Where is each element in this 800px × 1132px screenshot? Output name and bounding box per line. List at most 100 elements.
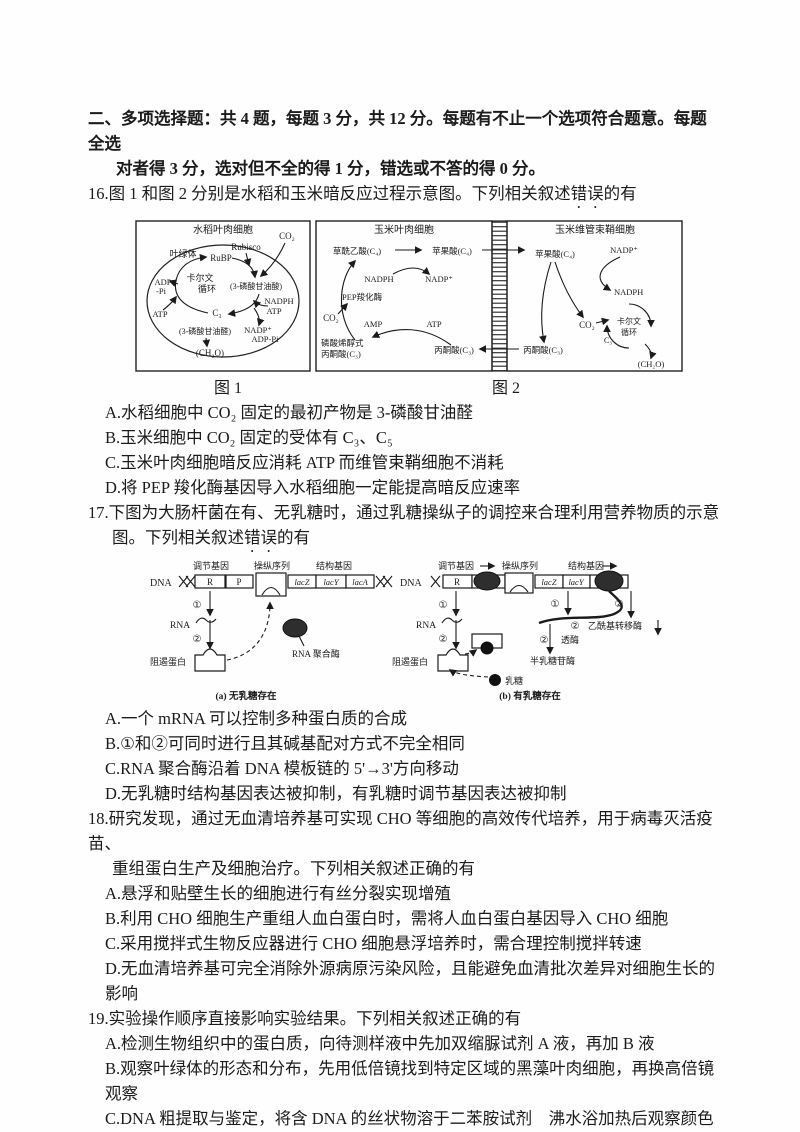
q16-stem-emphasis: 错误 — [570, 184, 604, 203]
lactose-to-repressor-dashed-arrow — [448, 669, 489, 678]
label-repressor-b: 阻遏蛋白 — [392, 656, 428, 667]
fig1-caption: 图 1 — [214, 380, 243, 397]
q17-stem-suffix: 的有 — [277, 528, 310, 547]
q18-stem-line2: 重组蛋白生产及细胞治疗。下列相关叙述正确的有 — [112, 859, 475, 878]
mrna-squiggle-b — [441, 617, 463, 624]
dna-end-squiggle-right-a — [375, 575, 393, 588]
step1-badge-left-b: ① — [439, 600, 448, 611]
label-pyruvate-sheath: 丙酮酸(C₃) — [523, 345, 563, 355]
q18-option-a: A.悬浮和贴壁生长的细胞进行有丝分裂实现增殖 — [105, 884, 452, 903]
label-operator-seq-a: 操纵序列 — [254, 560, 290, 571]
label-ch2o-sheath: (CH₂O) — [638, 359, 665, 369]
mesophyll-title: 玉米叶肉细胞 — [374, 223, 434, 236]
label-lacy-b: lacY — [568, 577, 584, 587]
q18-option-c: C.采用搅拌式生物反应器进行 CHO 细胞悬浮培养时，需合理控制搅拌转速 — [105, 934, 642, 953]
dna-end-squiggle-left-b — [430, 575, 441, 588]
section-heading-line1: 二、多项选择题：共 4 题，每题 3 分，共 12 分。每题有不止一个选项符合题… — [88, 109, 707, 153]
q17-stem-line2-text: 图。下列相关叙述 — [112, 528, 244, 547]
step1-badge-a: ① — [193, 600, 202, 611]
repressor-protein-shape-b — [437, 648, 469, 672]
label-rubisco: Rubisco — [231, 242, 261, 252]
label-adp-pi-right: ADP-Pi — [252, 334, 280, 344]
q16-options: A.水稻细胞中 CO₂ 固定的最初产物是 3-磷酸甘油醛 B.玉米细胞中 CO₂… — [88, 400, 722, 500]
lac-operon-diagram: DNA R P lacZ lacY lacA 调节基因 操纵序列 结构基因 — [150, 560, 662, 702]
label-structural-genes-a: 结构基因 — [316, 560, 352, 571]
label-permease: 透酶 — [561, 634, 579, 645]
gene-box-p-a — [225, 574, 254, 589]
label-regulatory-gene-a: 调节基因 — [193, 560, 229, 571]
label-calvin-cycle2: 循环 — [198, 283, 216, 294]
fig2-corn-dark-reaction-diagram: 玉米叶肉细胞 玉米维管束鞘细胞 草酰乙酸(C₄) 苹果酸(C₄) NADPH N… — [315, 220, 683, 372]
diagram-b-with-lactose: DNA R lacZ lacY 调节基因 操纵序列 结构基因 — [392, 560, 662, 702]
q17-stem-line2: 图。下列相关叙述错误的有 — [88, 525, 722, 556]
fig1-title: 水稻叶肉细胞 — [193, 223, 253, 236]
label-atp-right: ATP — [266, 306, 281, 316]
label-pyruvate-mesophyll: 丙酮酸(C₃) — [434, 345, 474, 355]
caption-b: (b) 有乳糖存在 — [499, 690, 561, 702]
q17-option-c: C.RNA 聚合酶沿着 DNA 模板链的 5'→3'方向移动 — [105, 759, 459, 778]
polymerase-pointer-a — [298, 635, 305, 647]
section-heading-line2: 对者得 3 分，选对但不全的得 1 分，错选或不答的得 0 分。 — [116, 159, 545, 178]
sheath-title: 玉米维管束鞘细胞 — [555, 223, 635, 236]
q16-figures: 水稻叶肉细胞 叶绿体 CO₂ Rubisco RuBP 卡尔文 循环 (3-磷酸… — [88, 220, 722, 376]
label-oaa: 草酰乙酸(C₄) — [333, 246, 381, 256]
step1-badge-right-b: ① — [551, 599, 560, 610]
q17-stem-line1: 17.下图为大肠杆菌在有、无乳糖时，通过乳糖操纵子的调控来合理利用营养物质的示意 — [88, 503, 720, 522]
label-lacz-b: lacZ — [541, 577, 556, 587]
operator-dome-b — [509, 584, 529, 593]
label-calvin-sheath: 卡尔文 — [617, 316, 641, 326]
q18-option-b: B.利用 CHO 细胞生产重组人血白蛋白时，需将人血白蛋白基因导入 CHO 细胞 — [105, 909, 669, 928]
label-chloroplast: 叶绿体 — [169, 248, 196, 259]
label-co2-sheath: CO₂ — [579, 320, 595, 330]
label-pep-line2: 丙酮酸(C₃) — [321, 349, 361, 359]
label-nadp: NADP⁺ — [244, 325, 272, 335]
gene-box-r-a — [194, 574, 226, 589]
rna-polymerase-blob-promoter-b — [473, 571, 501, 591]
q19-stem: 19.实验操作顺序直接影响实验结果。下列相关叙述正确的有 — [88, 1009, 522, 1028]
label-structural-genes-b: 结构基因 — [568, 560, 604, 571]
label-c3-sheath: C₃ — [604, 336, 612, 345]
label-g3p: (3-磷酸甘油醛) — [179, 326, 231, 336]
step2-badge-permease: ② — [540, 635, 549, 646]
fig1-arrows — [162, 242, 286, 348]
q16-option-d: D.将 PEP 羧化酶基因导入水稻细胞一定能提高暗反应速率 — [105, 478, 521, 497]
label-nadp: NADP⁺ — [425, 274, 453, 284]
label-rubp: RuBP — [210, 253, 232, 263]
label-rna-polymerase-a: RNA 聚合酶 — [292, 648, 340, 659]
q18-stem-line1: 18.研究发现，通过无血清培养基可实现 CHO 等细胞的高效传代培养，用于病毒灭… — [88, 809, 713, 853]
section-heading: 二、多项选择题：共 4 题，每题 3 分，共 12 分。每题有不止一个选项符合题… — [88, 106, 722, 181]
label-pep-carboxylase: PEP羧化酶 — [342, 292, 383, 302]
label-nadp-sheath: NADP⁺ — [610, 245, 638, 255]
label-malate-sheath: 苹果酸(C₄) — [535, 249, 575, 259]
lactose-dot — [489, 674, 501, 686]
lactose-in-complex-dot — [480, 641, 494, 655]
rna-polymerase-blob-a — [282, 618, 308, 638]
q16-stem: 16.图 1 和图 2 分别是水稻和玉米暗反应过程示意图。下列相关叙述错误的有 — [88, 181, 722, 212]
step2-badge-right-b: ② — [615, 599, 624, 610]
q17-options: A.一个 mRNA 可以控制多种蛋白质的合成 B.①和②可同时进行且其碱基配对方… — [88, 706, 722, 806]
label-co2-mesophyll: CO₂ — [323, 313, 339, 323]
label-atp: ATP — [426, 319, 441, 329]
operator-box-a — [255, 572, 287, 597]
q19-option-c: C.DNA 粗提取与鉴定，将含 DNA 的丝状物溶于二苯胺试剂 沸水浴加热后观察… — [105, 1109, 714, 1128]
q19-option-b: B.观察叶绿体的形态和分布，先用低倍镜找到特定区域的黑藻叶肉细胞，再换高倍镜观察 — [105, 1059, 715, 1103]
chloroplast-outline — [146, 244, 300, 358]
label-pi: -Pi — [156, 286, 167, 296]
q17-option-d: D.无乳糖时结构基因表达被抑制，有乳糖时调节基因表达被抑制 — [105, 784, 567, 803]
label-rna-a: RNA — [170, 621, 190, 631]
label-pep-line1: 磷酸烯醇式 — [321, 338, 364, 348]
q16-stem-text: 16.图 1 和图 2 分别是水稻和玉米暗反应过程示意图。下列相关叙述 — [88, 184, 571, 203]
label-r-b: R — [454, 577, 460, 587]
polycistronic-mrna-wavy-line — [538, 590, 623, 625]
label-calvin-sheath2: 循环 — [621, 327, 637, 337]
label-lactose: 乳糖 — [505, 675, 523, 686]
label-dna-b: DNA — [400, 578, 422, 589]
fig2-caption: 图 2 — [492, 380, 521, 397]
q17-lac-operon-figure: DNA R P lacZ lacY lacA 调节基因 操纵序列 结构基因 — [88, 558, 722, 706]
q16-option-a: A.水稻细胞中 CO₂ 固定的最初产物是 3-磷酸甘油醛 — [105, 403, 473, 422]
q18-option-d: D.无血清培养基可完全消除外源病原污染风险，且能避免血清批次差异对细胞生长的影响 — [105, 959, 716, 1003]
diagram-a-no-lactose: DNA R P lacZ lacY lacA 调节基因 操纵序列 结构基因 — [150, 560, 393, 702]
label-laca-a: lacA — [352, 577, 368, 587]
